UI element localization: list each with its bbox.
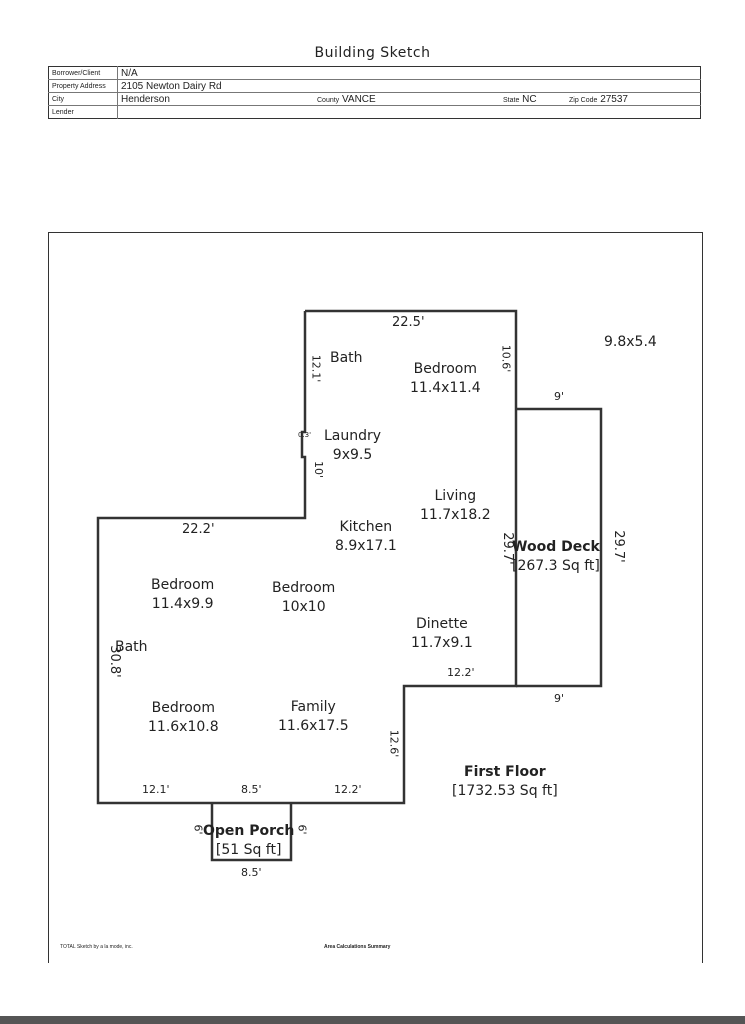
state-value: NC [522, 93, 537, 105]
property-info-table: Borrower/Client N/A Property Address 210… [48, 66, 701, 119]
room-bath-left: Bath [115, 639, 148, 655]
area-name: Wood Deck [512, 539, 600, 555]
room-bedroom-top: Bedroom 11.4x11.4 [410, 360, 481, 398]
county-value: VANCE [341, 93, 376, 105]
borrower-row: Borrower/Client N/A [48, 66, 701, 80]
room-bedroom-mid: Bedroom 10x10 [272, 579, 335, 617]
dim-mid-left-width: 22.2' [182, 522, 215, 537]
room-size: 8.9x17.1 [335, 538, 397, 554]
dim-top-left-height: 12.1' [309, 354, 323, 383]
room-living: Living 11.7x18.2 [420, 487, 491, 525]
dim-top-width: 22.5' [392, 315, 425, 330]
county-label: County [317, 96, 340, 104]
room-name: Dinette [415, 616, 468, 632]
area-wood-deck: Wood Deck [267.3 Sq ft] [512, 538, 600, 576]
room-kitchen: Kitchen 8.9x17.1 [335, 518, 397, 556]
room-name: Kitchen [339, 519, 393, 535]
room-size: 11.7x9.1 [411, 635, 473, 651]
city-label: City [48, 92, 118, 106]
room-size: 11.7x18.2 [420, 507, 491, 523]
dim-deck-right: 29.7' [610, 530, 626, 563]
lender-label: Lender [48, 105, 118, 119]
wood-deck-outline [516, 407, 603, 688]
room-name: Bedroom [151, 577, 215, 593]
room-family: Family 11.6x17.5 [278, 698, 349, 736]
dim-family-right: 12.6' [387, 729, 401, 758]
room-name: Living [434, 488, 477, 504]
room-name: Laundry [324, 428, 382, 444]
room-size: 11.4x11.4 [410, 380, 481, 396]
room-laundry: Laundry 9x9.5 [324, 427, 381, 465]
state-label: State [503, 96, 520, 104]
lender-row: Lender [48, 105, 701, 119]
borrower-value: N/A [117, 66, 701, 80]
dim-deck-bottom: 9' [554, 692, 565, 705]
room-name: Bedroom [151, 700, 215, 716]
area-extra-dim: 9.8x5.4 [604, 334, 657, 350]
dim-bottom-right: 12.2' [334, 783, 362, 796]
dim-porch-bottom: 8.5' [241, 866, 262, 879]
address-row: Property Address 2105 Newton Dairy Rd [48, 79, 701, 93]
room-name: Family [290, 699, 336, 715]
zip-value: 27537 [600, 93, 628, 105]
area-name: First Floor [464, 764, 546, 780]
city-row: City Henderson County VANCE State NC Zip… [48, 92, 701, 106]
address-value: 2105 Newton Dairy Rd [117, 79, 701, 93]
dim-bottom-mid: 8.5' [241, 783, 262, 796]
room-size: 11.6x17.5 [278, 718, 349, 734]
address-label: Property Address [48, 79, 118, 93]
room-name: Bedroom [272, 580, 336, 596]
open-porch-outline [210, 803, 293, 862]
area-open-porch: Open Porch [51 Sq ft] [203, 822, 294, 860]
dim-porch-right: 6' [295, 824, 309, 835]
dim-bottom-left: 12.1' [142, 783, 170, 796]
room-size: 9x9.5 [332, 447, 373, 463]
dim-deck-top: 9' [554, 390, 565, 403]
area-size: [267.3 Sq ft] [512, 558, 600, 574]
dim-dinette-bottom: 12.2' [447, 666, 475, 679]
footer-summary: Area Calculations Summary [324, 944, 391, 950]
room-size: 11.6x10.8 [148, 719, 219, 735]
sketch-frame [48, 232, 703, 963]
room-name: Bedroom [413, 361, 477, 377]
page-title: Building Sketch [314, 45, 431, 61]
city-value: Henderson [117, 92, 314, 106]
scan-edge [0, 1016, 745, 1024]
area-size: [51 Sq ft] [215, 842, 282, 858]
room-bedroom-bottom: Bedroom 11.6x10.8 [148, 699, 219, 737]
dim-top-right-height: 10.6' [499, 344, 513, 373]
dim-jog-small: 0.3' [298, 431, 312, 439]
room-size: 11.4x9.9 [151, 596, 214, 612]
area-first-floor: First Floor [1732.53 Sq ft] [452, 763, 558, 801]
area-size: [1732.53 Sq ft] [452, 783, 558, 799]
zip-label: Zip Code [569, 96, 598, 104]
borrower-label: Borrower/Client [48, 66, 118, 80]
room-dinette: Dinette 11.7x9.1 [411, 615, 473, 653]
room-size: 10x10 [281, 599, 326, 615]
area-name: Open Porch [203, 823, 295, 839]
room-bath-top: Bath [330, 350, 363, 366]
footer-software: TOTAL Sketch by a la mode, inc. [60, 944, 133, 950]
room-bedroom-left: Bedroom 11.4x9.9 [151, 576, 214, 614]
